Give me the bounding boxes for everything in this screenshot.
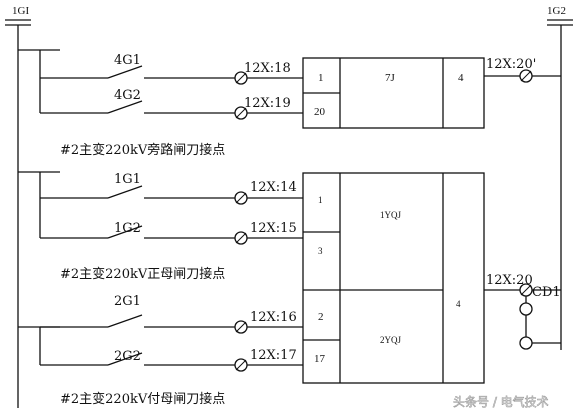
terminal-12x17 bbox=[234, 358, 303, 372]
relay-7j-pin-20: 20 bbox=[314, 106, 326, 118]
terminal-12x20-prime bbox=[484, 69, 561, 83]
group2-switches bbox=[18, 171, 235, 239]
terminal-12x14 bbox=[234, 191, 303, 205]
group1-caption: #2主变220kV旁路闸刀接点 bbox=[60, 142, 225, 158]
cd1-label: CD1 bbox=[532, 285, 561, 300]
group3-switches bbox=[18, 314, 235, 366]
relay-yqj-pin-4: 4 bbox=[456, 299, 461, 309]
relay-yqj-block bbox=[302, 172, 485, 384]
terminal-12x19 bbox=[234, 106, 303, 120]
group3-caption: #2主变220kV付母闸刀接点 bbox=[60, 391, 225, 407]
terminal-12x15-label: 12X:15 bbox=[250, 221, 297, 236]
switch-1g1-label: 1G1 bbox=[114, 172, 141, 187]
relay-1yqj-pin-3: 3 bbox=[318, 246, 323, 256]
group2-caption: #2主变220kV正母闸刀接点 bbox=[60, 266, 225, 282]
bus-right-marker bbox=[547, 19, 573, 26]
relay-2yqj-label: 2YQJ bbox=[380, 335, 401, 345]
terminal-12x16 bbox=[234, 320, 303, 334]
switch-2g1-label: 2G1 bbox=[114, 294, 141, 309]
bus-left-label: 1GI bbox=[12, 5, 29, 17]
switch-1g2-label: 1G2 bbox=[114, 221, 141, 236]
watermark: 头条号 / 电气技术 bbox=[453, 394, 549, 410]
terminal-12x20-label: 12X:20 bbox=[486, 273, 533, 288]
terminal-12x19-label: 12X:19 bbox=[244, 96, 291, 111]
bus-left-marker bbox=[5, 19, 31, 26]
terminal-12x14-label: 12X:14 bbox=[250, 180, 297, 195]
terminal-12x20 bbox=[484, 283, 561, 297]
watermark-text: 头条号 / 电气技术 bbox=[453, 394, 549, 409]
bus-right-label: 1G2 bbox=[547, 5, 566, 17]
relay-7j-pin-1: 1 bbox=[318, 72, 324, 84]
switch-2g2-label: 2G2 bbox=[114, 349, 141, 364]
relay-7j-pin-4: 4 bbox=[458, 72, 464, 84]
relay-2yqj-pin-17: 17 bbox=[314, 353, 326, 365]
relay-1yqj-pin-1: 1 bbox=[318, 195, 323, 205]
terminal-12x18 bbox=[234, 71, 303, 85]
cd1-connector bbox=[519, 296, 561, 350]
terminal-12x17-label: 12X:17 bbox=[250, 348, 297, 363]
terminal-12x18-label: 12X:18 bbox=[244, 61, 291, 76]
relay-7j-label: 7J bbox=[385, 72, 396, 84]
terminal-12x16-label: 12X:16 bbox=[250, 310, 297, 325]
relay-7j-block bbox=[302, 57, 485, 129]
switch-4g1-label: 4G1 bbox=[114, 53, 141, 68]
relay-1yqj-label: 1YQJ bbox=[380, 210, 401, 220]
terminal-12x20-prime-label: 12X:20' bbox=[486, 57, 536, 72]
relay-2yqj-pin-2: 2 bbox=[318, 311, 324, 323]
group1-switches bbox=[18, 49, 235, 114]
switch-4g2-label: 4G2 bbox=[114, 88, 141, 103]
terminal-12x15 bbox=[234, 231, 303, 245]
